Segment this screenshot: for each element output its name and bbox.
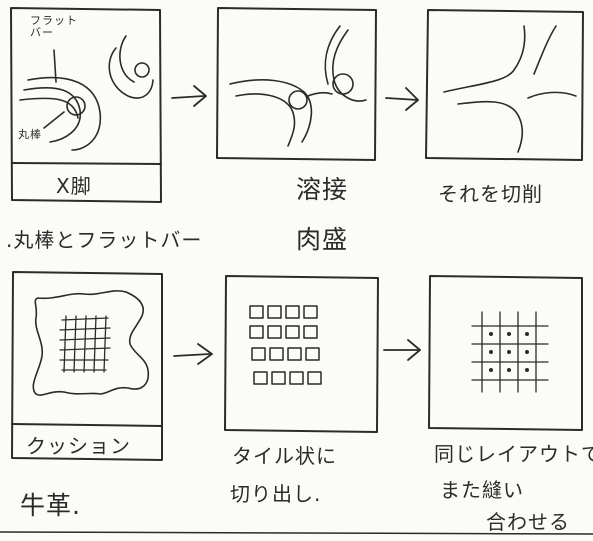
step-5-caption-line-2: 切り出し. — [230, 482, 322, 506]
panel-6-frame — [428, 275, 583, 431]
panel-6-drawing — [471, 311, 549, 393]
panel-5-frame — [224, 275, 379, 433]
panel-4-drawing — [32, 290, 150, 396]
step-3-caption: それを切削 — [438, 182, 543, 206]
panel-3-frame — [425, 9, 584, 161]
panel-2-drawing — [229, 25, 367, 147]
step-6-caption-line-3: 合わせる — [486, 510, 570, 534]
panel-1-drawing — [19, 35, 154, 151]
step-5-caption-line-1: タイル状に — [232, 444, 337, 468]
flat-bar-annotation: フラット バー — [30, 14, 78, 39]
cushion-box-label: クッション — [26, 434, 131, 458]
panel-3-drawing — [443, 25, 577, 153]
x-leg-box-label: X脚 — [56, 174, 92, 198]
arrow-1 — [171, 85, 207, 107]
panel-2-frame — [216, 7, 377, 161]
step-1-caption: .丸棒とフラットバー — [6, 228, 203, 252]
step-6-caption-line-1: 同じレイアウトで — [434, 442, 593, 466]
panel-4-frame — [11, 271, 163, 461]
bottom-rule — [0, 531, 593, 535]
panel-5-drawing — [249, 305, 322, 385]
step-2-caption-line-2: 肉盛 — [296, 225, 349, 254]
step-4-caption: 牛革. — [20, 491, 81, 520]
arrow-2 — [385, 87, 419, 111]
panel-1-frame — [10, 7, 162, 203]
arrow-4 — [383, 339, 421, 361]
arrow-3 — [173, 343, 213, 365]
step-2-caption-line-1: 溶接 — [296, 175, 349, 204]
round-bar-annotation: 丸棒 — [18, 128, 42, 141]
step-6-caption-line-2: また縫い — [440, 478, 524, 502]
